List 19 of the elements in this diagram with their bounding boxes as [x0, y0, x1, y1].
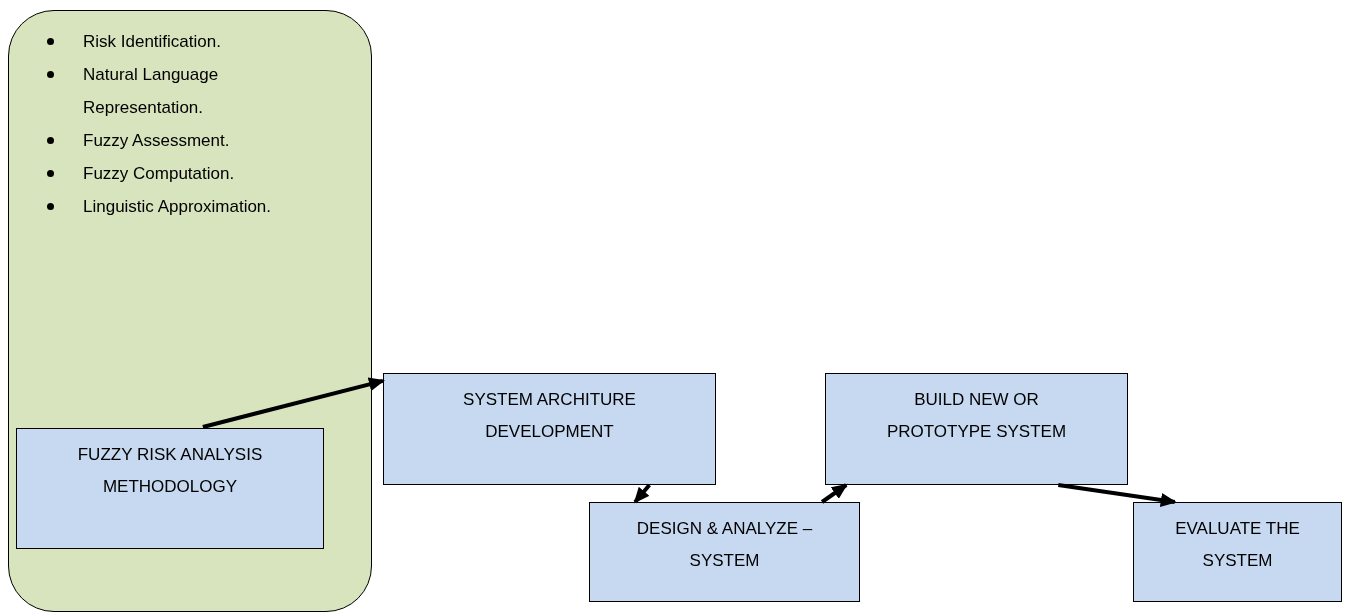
arrow [633, 483, 651, 504]
bullet-item: Fuzzy Computation. [37, 157, 273, 190]
process-box [825, 373, 1128, 485]
process-box [383, 373, 716, 485]
arrow [202, 377, 385, 429]
process-box [589, 502, 860, 602]
box-label: FUZZY RISK ANALYSIS METHODOLOGY [76, 444, 264, 498]
box-label: DESIGN & ANALYZE – SYSTEM [635, 518, 814, 572]
box-label: SYSTEM ARCHITURE DEVELOPMENT [462, 389, 637, 443]
bullet-item: Risk Identification. [37, 25, 273, 58]
box-label: BUILD NEW OR PROTOTYPE SYSTEM [885, 389, 1068, 443]
rounded-panel [8, 10, 372, 612]
bullet-item: Natural Language Representation. [37, 58, 273, 124]
bullet-item: Linguistic Approximation. [37, 190, 273, 223]
bullet-item: Fuzzy Assessment. [37, 124, 273, 157]
process-box [16, 428, 324, 549]
arrow [820, 483, 848, 504]
box-label: EVALUATE THE SYSTEM [1174, 518, 1301, 572]
process-box [1133, 502, 1342, 602]
